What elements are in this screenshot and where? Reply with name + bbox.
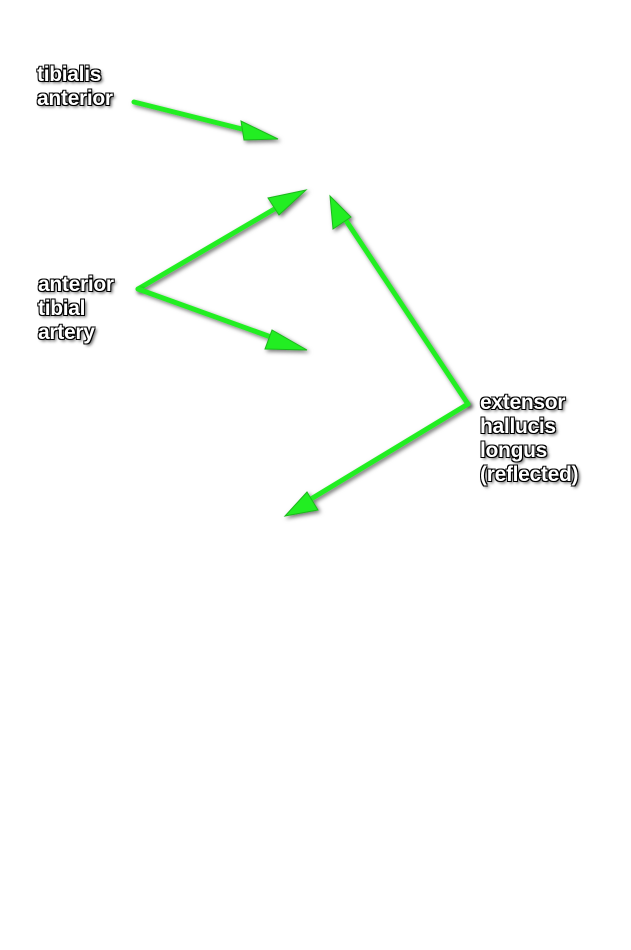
extensor-hallucis-longus-arrow-upper: [329, 194, 471, 407]
label-line: (reflected): [480, 463, 579, 486]
label-line: tibial: [38, 297, 86, 320]
label-anterior-tibial-artery: anterior tibial artery: [38, 273, 114, 345]
anterior-tibial-artery-arrow-upper: [135, 189, 308, 292]
anterior-tibial-artery-arrow-lower: [135, 286, 308, 351]
label-line: extensor: [480, 391, 566, 414]
label-line: tibialis: [37, 63, 102, 86]
label-tibialis-anterior: tibialis anterior: [37, 63, 113, 111]
tibialis-anterior-arrow: [131, 99, 279, 141]
label-line: anterior: [37, 87, 113, 110]
label-line: hallucis: [480, 415, 556, 438]
label-line: artery: [38, 321, 95, 344]
label-line: anterior: [38, 273, 114, 296]
extensor-hallucis-longus-arrow-lower: [283, 401, 471, 517]
label-extensor-hallucis-longus: extensor hallucis longus (reflected): [480, 391, 579, 487]
label-line: longus: [480, 439, 548, 462]
